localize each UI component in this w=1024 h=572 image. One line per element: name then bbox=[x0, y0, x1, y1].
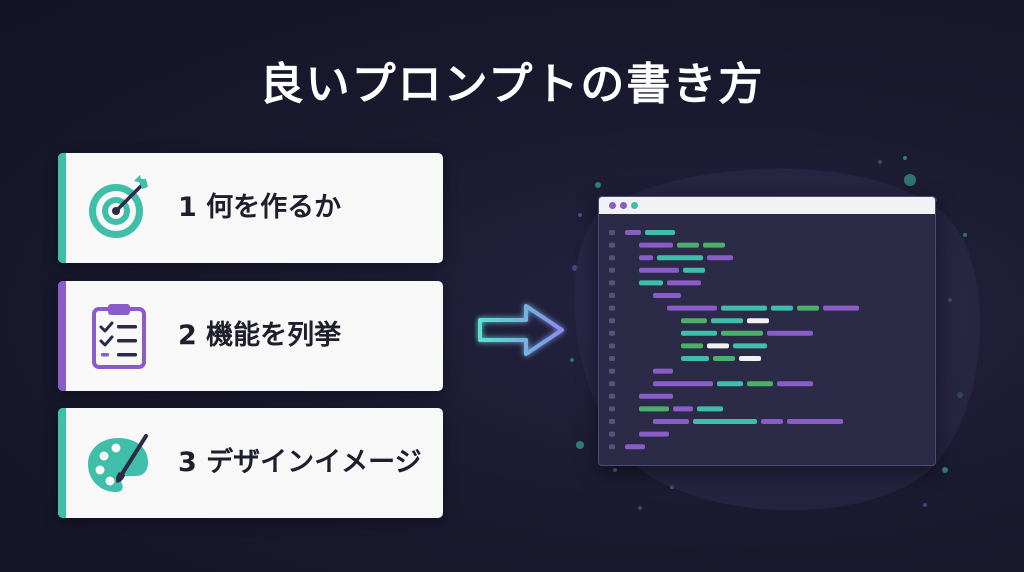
step-label-3: 3 デザインイメージ bbox=[178, 447, 422, 478]
window-dot-1 bbox=[609, 202, 616, 209]
code-token bbox=[707, 343, 729, 349]
line-number-marker bbox=[609, 293, 615, 298]
code-token bbox=[653, 293, 681, 298]
code-token bbox=[653, 368, 673, 374]
code-token bbox=[639, 393, 673, 399]
line-number-marker bbox=[609, 368, 615, 374]
code-token bbox=[739, 356, 761, 361]
step-card-1: 1 何を作るか bbox=[58, 153, 443, 263]
line-number-marker bbox=[609, 230, 615, 235]
code-token bbox=[707, 255, 733, 261]
code-token bbox=[681, 356, 709, 361]
code-token bbox=[681, 330, 717, 336]
line-number-marker bbox=[609, 406, 615, 412]
code-token bbox=[703, 242, 725, 248]
line-number-marker bbox=[609, 267, 615, 273]
page-title: 良いプロンプトの書き方 bbox=[259, 59, 765, 110]
code-editor-icon bbox=[609, 230, 859, 450]
code-token bbox=[777, 381, 813, 387]
line-number-marker bbox=[609, 280, 615, 286]
clipboard-checklist-icon bbox=[92, 304, 146, 369]
code-token bbox=[639, 406, 669, 412]
code-token bbox=[639, 267, 679, 273]
code-editor-window bbox=[598, 196, 936, 466]
line-number-marker bbox=[609, 330, 615, 336]
window-dot-2 bbox=[620, 202, 627, 209]
line-number-marker bbox=[609, 431, 615, 437]
code-token bbox=[787, 419, 843, 424]
code-token bbox=[645, 230, 675, 235]
code-token bbox=[697, 406, 723, 412]
code-token bbox=[639, 255, 653, 261]
code-token bbox=[721, 305, 767, 311]
code-token bbox=[747, 318, 769, 324]
code-token bbox=[625, 230, 641, 235]
code-token bbox=[717, 381, 743, 387]
line-number-marker bbox=[609, 356, 615, 361]
step-accent-bar bbox=[58, 153, 66, 263]
line-number-marker bbox=[609, 255, 615, 261]
code-token bbox=[761, 419, 783, 424]
palette-brush-icon bbox=[88, 434, 148, 492]
line-number-marker bbox=[609, 242, 615, 248]
line-number-marker bbox=[609, 419, 615, 424]
code-token bbox=[683, 267, 705, 273]
right-arrow-icon bbox=[478, 304, 564, 356]
line-number-marker bbox=[609, 343, 615, 349]
code-token bbox=[639, 280, 663, 286]
line-number-marker bbox=[609, 444, 615, 450]
code-token bbox=[681, 318, 707, 324]
code-token bbox=[797, 305, 819, 311]
step-card-3: 3 デザインイメージ bbox=[58, 408, 443, 518]
code-token bbox=[733, 343, 767, 349]
code-token bbox=[747, 381, 773, 387]
step-label-2: 2 機能を列挙 bbox=[178, 320, 342, 351]
code-token bbox=[673, 406, 693, 412]
code-token bbox=[657, 255, 703, 261]
code-token bbox=[823, 305, 859, 311]
code-token bbox=[667, 305, 717, 311]
code-token bbox=[771, 305, 793, 311]
step-accent-bar bbox=[58, 281, 66, 391]
code-token bbox=[677, 242, 699, 248]
code-token bbox=[711, 318, 743, 324]
code-token bbox=[639, 242, 673, 248]
line-number-marker bbox=[609, 305, 615, 311]
code-token bbox=[767, 330, 813, 336]
code-token bbox=[693, 419, 757, 424]
line-number-marker bbox=[609, 393, 615, 399]
target-icon bbox=[89, 175, 148, 238]
line-number-marker bbox=[609, 318, 615, 324]
step-label-1: 1 何を作るか bbox=[178, 192, 342, 223]
step-accent-bar bbox=[58, 408, 66, 518]
code-token bbox=[639, 431, 669, 437]
code-token bbox=[667, 280, 701, 286]
window-titlebar bbox=[599, 197, 935, 214]
step-card-2: 2 機能を列挙 bbox=[58, 281, 443, 391]
code-token bbox=[713, 356, 735, 361]
code-token bbox=[653, 419, 689, 424]
window-dot-3 bbox=[631, 202, 638, 209]
code-token bbox=[721, 330, 763, 336]
line-number-marker bbox=[609, 381, 615, 387]
code-token bbox=[653, 381, 713, 387]
code-token bbox=[625, 444, 645, 450]
code-token bbox=[681, 343, 703, 349]
